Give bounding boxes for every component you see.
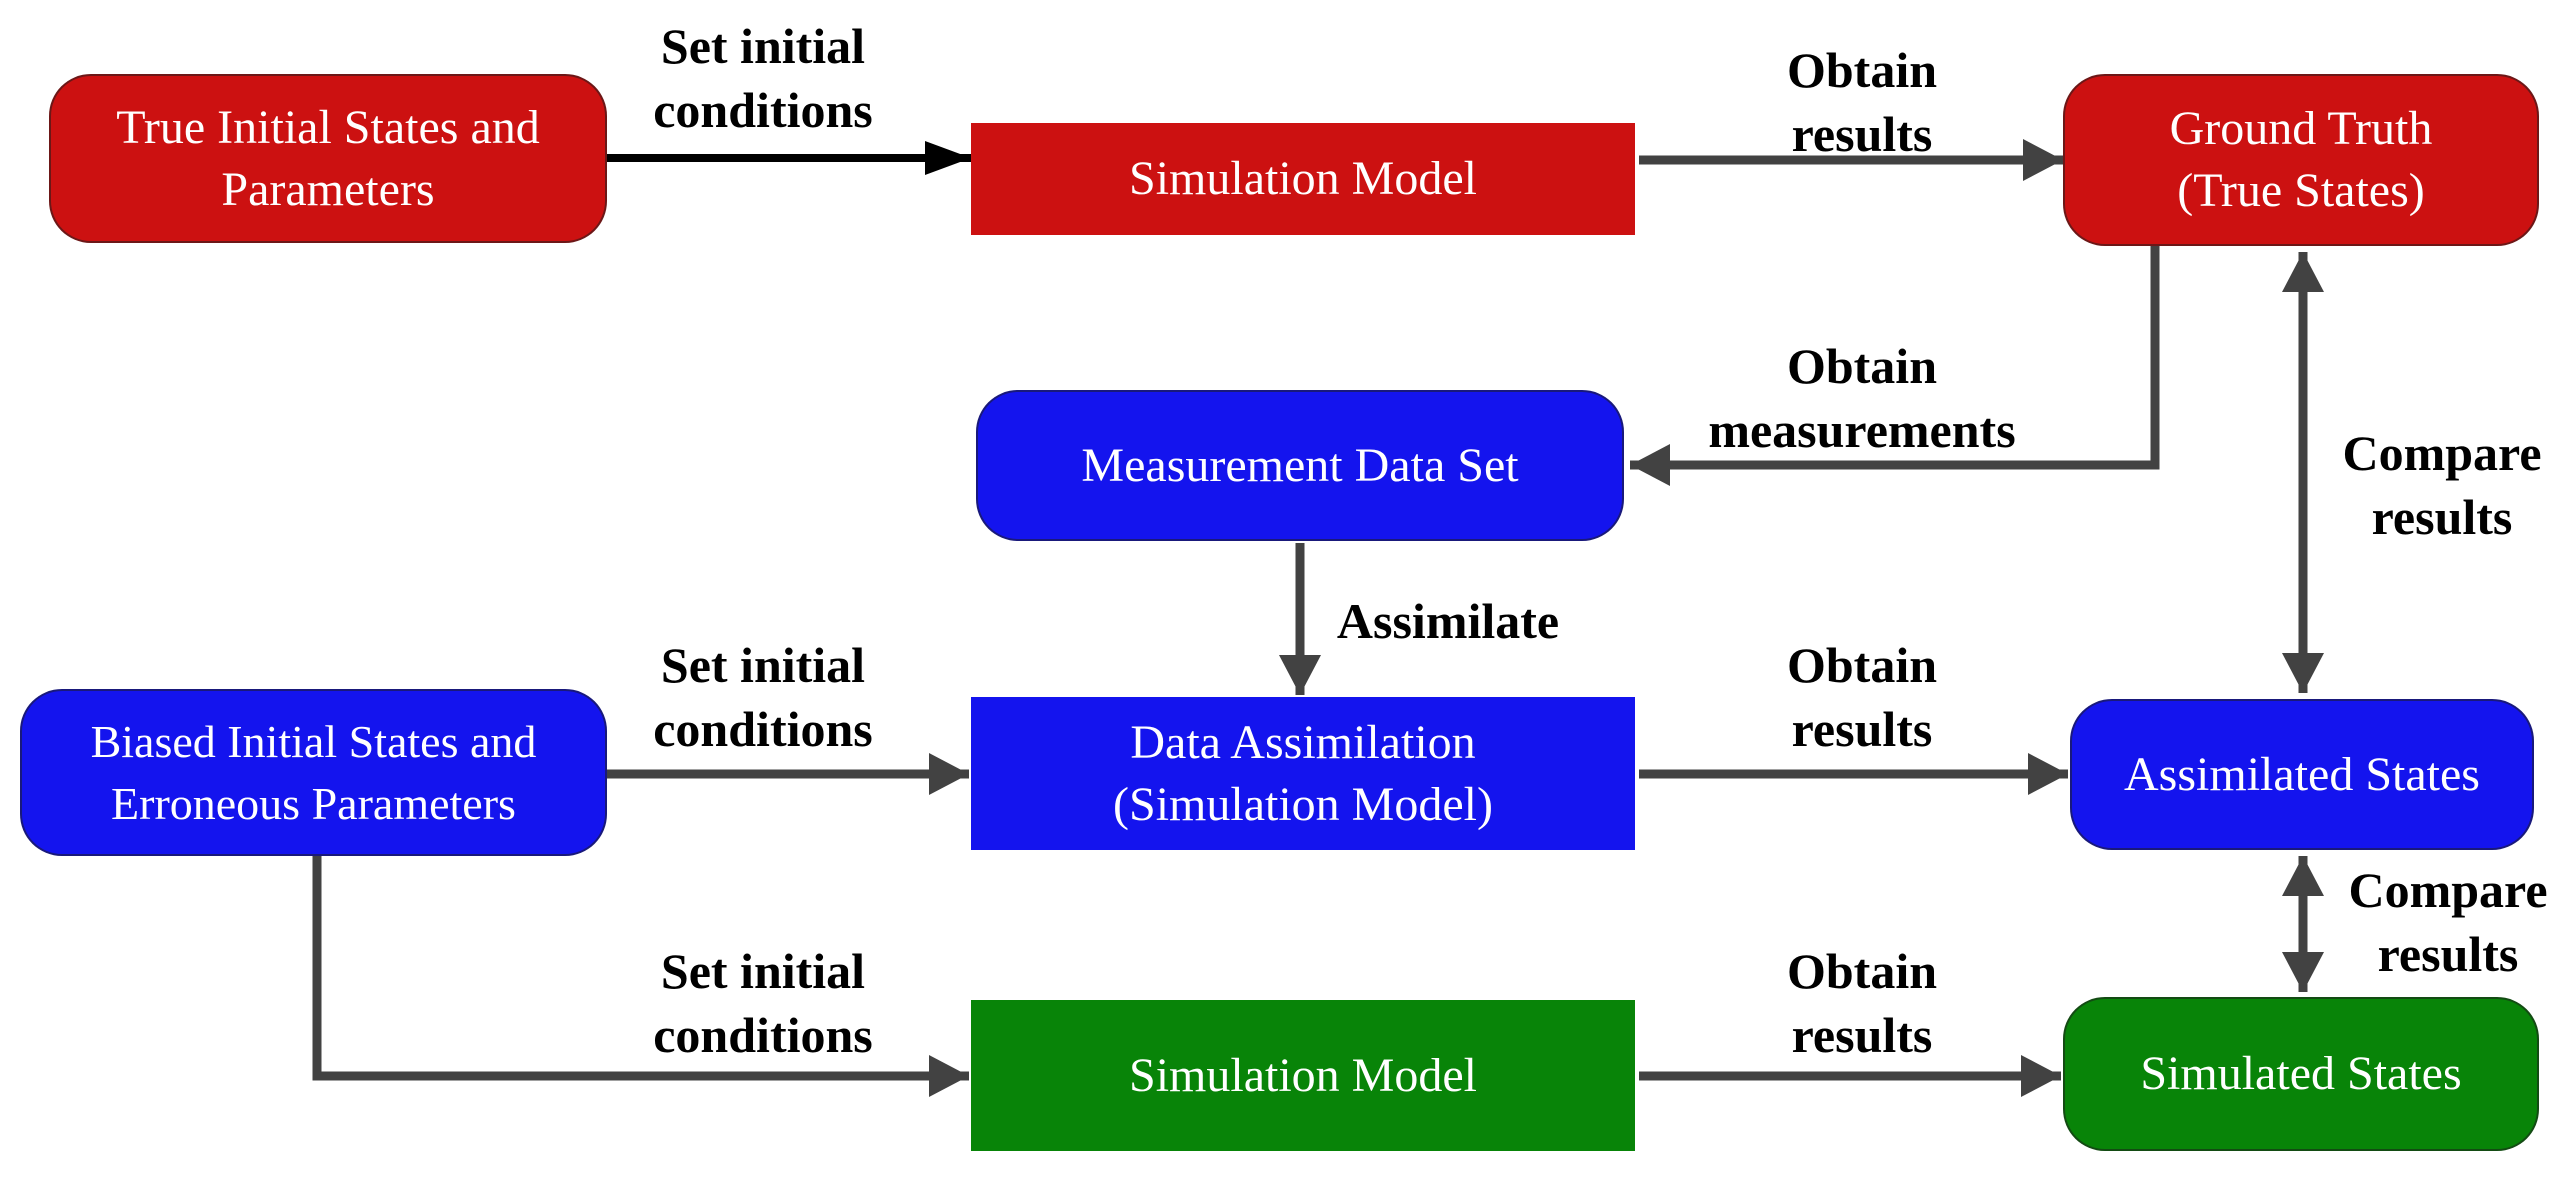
edge-label-obtain-results-bottom: Obtain results: [1786, 943, 1938, 1063]
edge-label-compare-results-bottom: Compare results: [2348, 862, 2548, 982]
edge-obtain-measurements: [1630, 246, 2160, 486]
node-measurement-data-set: Measurement Data Set: [976, 390, 1624, 541]
edge-label-obtain-measurements: Obtain measurements: [1708, 338, 2016, 458]
node-biased-initial-states: Biased Initial States and Erroneous Para…: [20, 689, 607, 856]
node-simulated-states: Simulated States: [2063, 997, 2539, 1151]
node-simulation-model-top: Simulation Model: [971, 123, 1635, 235]
edge-label-set-initial-conditions-bottom: Set initial conditions: [653, 943, 873, 1063]
node-assimilated-states: Assimilated States: [2070, 699, 2534, 850]
node-ground-truth: Ground Truth (True States): [2063, 74, 2539, 246]
edge-label-set-initial-conditions-mid: Set initial conditions: [653, 637, 873, 757]
node-true-initial-states: True Initial States and Parameters: [49, 74, 607, 243]
edge-label-obtain-results-mid: Obtain results: [1786, 637, 1938, 757]
edge-set-initial-bottom: [312, 856, 969, 1097]
edge-label-set-initial-conditions-top: Set initial conditions: [653, 18, 873, 138]
edge-label-assimilate: Assimilate: [1336, 593, 1560, 649]
edge-label-compare-results-top: Compare results: [2342, 425, 2542, 545]
node-simulation-model-bottom: Simulation Model: [971, 1000, 1635, 1151]
edge-label-obtain-results-top: Obtain results: [1786, 42, 1938, 162]
node-data-assimilation: Data Assimilation (Simulation Model): [971, 697, 1635, 850]
